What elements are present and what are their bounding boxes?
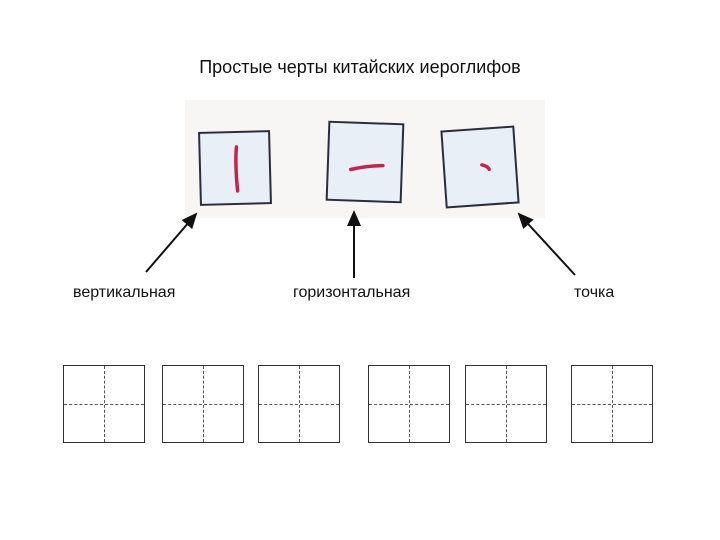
label-vertical: вертикальная: [73, 284, 176, 301]
label-horizontal: горизонтальная: [293, 284, 411, 301]
arrow-vertical: [145, 212, 198, 273]
practice-grid-box[interactable]: [162, 365, 244, 443]
label-dot: точка: [574, 284, 615, 301]
horizontal-stroke-card: [325, 120, 405, 204]
horizontal-stroke-glyph: [348, 163, 385, 172]
dot-stroke-glyph: [480, 163, 491, 172]
practice-grid-box[interactable]: [465, 365, 547, 443]
dot-stroke-card: [440, 125, 520, 209]
vertical-stroke-glyph: [234, 145, 240, 193]
page-title: Простые черты китайских иероглифов: [199, 57, 521, 77]
arrow-dot: [517, 212, 576, 276]
vertical-stroke-card: [198, 130, 272, 206]
practice-grid-box[interactable]: [571, 365, 653, 443]
practice-grid-box[interactable]: [258, 365, 340, 443]
practice-grid-box[interactable]: [368, 365, 450, 443]
practice-grid-box[interactable]: [63, 365, 145, 443]
